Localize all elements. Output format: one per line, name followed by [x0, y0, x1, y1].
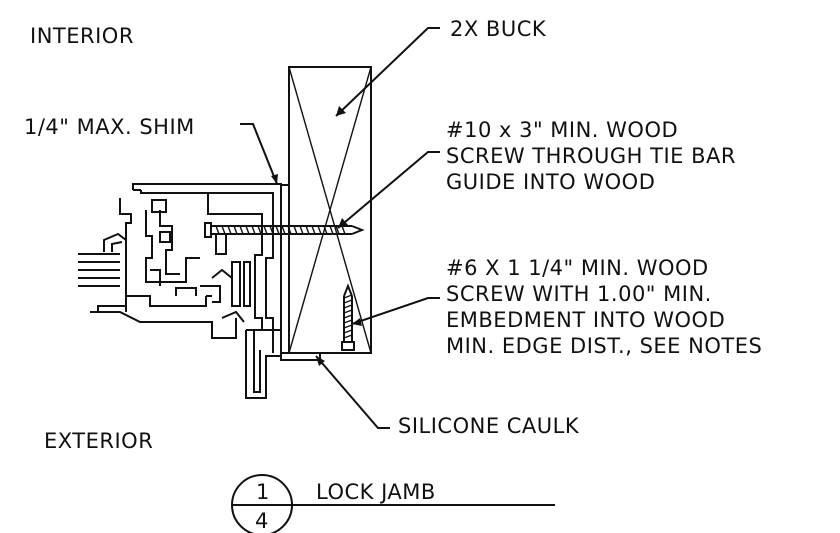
- shim: [280, 184, 290, 354]
- screw10: [204, 222, 365, 238]
- screw6: [341, 283, 355, 351]
- screw10-threads: [215, 225, 346, 235]
- screw10-label-line2: SCREW THROUGH TIE BAR: [446, 144, 736, 168]
- interior-label: INTERIOR: [30, 24, 134, 48]
- screw10-label-line3: GUIDE INTO WOOD: [446, 170, 655, 194]
- silicone-caulk: [280, 353, 321, 361]
- shim-leader: [240, 123, 278, 185]
- detail-sheet: 4: [255, 509, 269, 533]
- detail-number: 1: [256, 480, 270, 504]
- screw6-leader: [351, 297, 440, 326]
- window-frame-extrusion: [78, 183, 282, 399]
- exterior-label: EXTERIOR: [44, 429, 153, 453]
- buck-leader: [335, 27, 440, 117]
- screw6-label-line3: EMBEDMENT INTO WOOD: [446, 308, 725, 332]
- screw6-label-line4: MIN. EDGE DIST., SEE NOTES: [446, 334, 762, 358]
- screw6-label-line2: SCREW WITH 1.00" MIN.: [446, 282, 712, 306]
- caulk-label: SILICONE CAULK: [398, 414, 580, 438]
- screw6-label-line1: #6 X 1 1/4" MIN. WOOD: [446, 256, 709, 280]
- detail-title: LOCK JAMB: [316, 480, 436, 504]
- screw10-label-line1: #10 x 3" MIN. WOOD: [446, 118, 678, 142]
- screw10-leader: [337, 151, 440, 229]
- buck-label: 2X BUCK: [450, 17, 547, 41]
- shim-label: 1/4" MAX. SHIM: [24, 115, 195, 139]
- detail-tag: 1 4 LOCK JAMB: [231, 474, 555, 533]
- caulk-leader: [315, 355, 390, 429]
